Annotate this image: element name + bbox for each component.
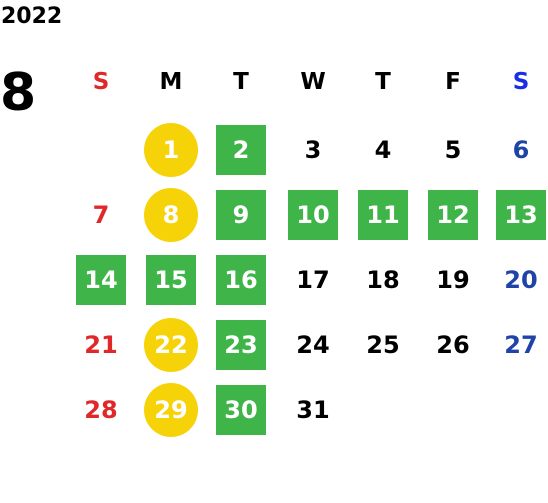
day-cell-20[interactable]: 20 [504,266,538,294]
day-cell-3[interactable]: 3 [304,136,322,164]
day-cell-4[interactable]: 4 [374,136,392,164]
day-cell-23[interactable]: 23 [216,320,266,370]
day-cell-11[interactable]: 11 [358,190,408,240]
weekday-monday: M [159,69,183,95]
weekday-thursday: T [375,69,391,95]
weekday-sunday: S [92,69,110,95]
year-label: 2022 [1,4,63,29]
day-cell-21[interactable]: 21 [84,331,118,359]
day-cell-1[interactable]: 1 [144,123,198,177]
month-number: 8 [0,63,37,123]
day-cell-27[interactable]: 27 [504,331,538,359]
weekday-friday: F [445,69,461,95]
day-cell-16[interactable]: 16 [216,255,266,305]
day-cell-9[interactable]: 9 [216,190,266,240]
day-cell-17[interactable]: 17 [296,266,330,294]
day-cell-24[interactable]: 24 [296,331,330,359]
day-cell-2[interactable]: 2 [216,125,266,175]
day-cell-7[interactable]: 7 [92,201,110,229]
day-cell-19[interactable]: 19 [436,266,470,294]
day-cell-30[interactable]: 30 [216,385,266,435]
day-cell-10[interactable]: 10 [288,190,338,240]
day-cell-13[interactable]: 13 [496,190,546,240]
day-cell-25[interactable]: 25 [366,331,400,359]
day-cell-31[interactable]: 31 [296,396,330,424]
day-cell-18[interactable]: 18 [366,266,400,294]
weekday-wednesday: W [300,69,326,95]
day-cell-22[interactable]: 22 [144,318,198,372]
day-cell-29[interactable]: 29 [144,383,198,437]
day-cell-8[interactable]: 8 [144,188,198,242]
day-cell-28[interactable]: 28 [84,396,118,424]
day-cell-26[interactable]: 26 [436,331,470,359]
day-cell-14[interactable]: 14 [76,255,126,305]
weekday-tuesday: T [233,69,249,95]
day-cell-6[interactable]: 6 [512,136,530,164]
day-cell-12[interactable]: 12 [428,190,478,240]
weekday-saturday: S [512,69,530,95]
day-cell-15[interactable]: 15 [146,255,196,305]
day-cell-5[interactable]: 5 [444,136,462,164]
